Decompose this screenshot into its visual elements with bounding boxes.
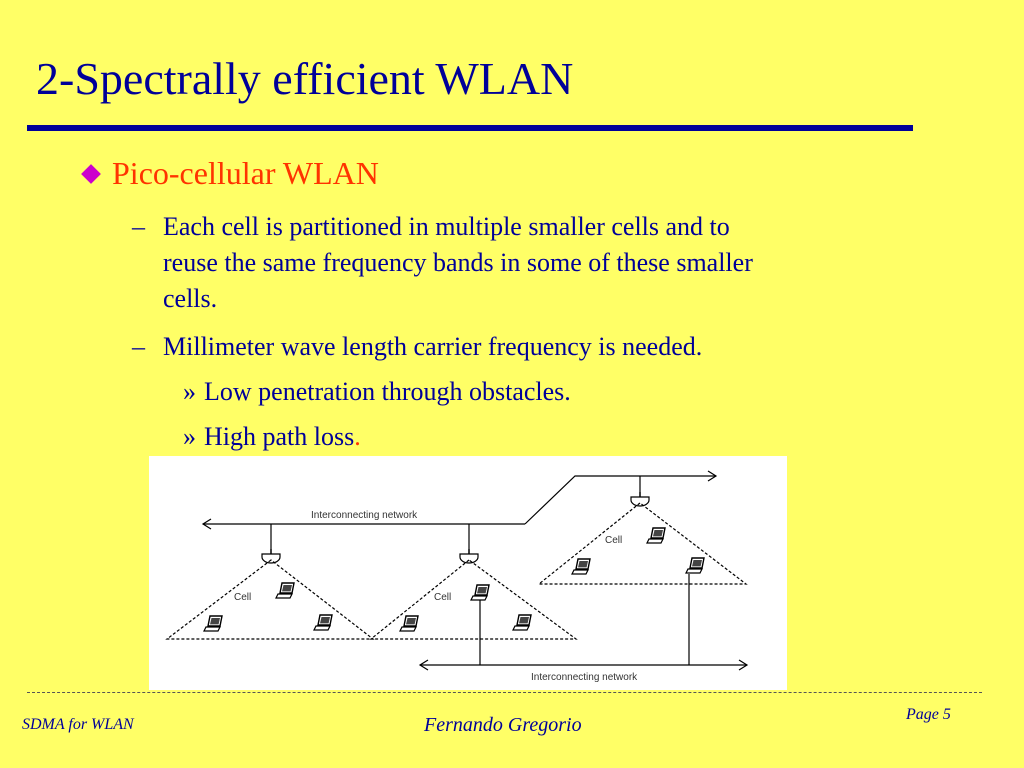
cell-coverage-right <box>537 502 748 585</box>
sub-bullet-line-2: reuse the same frequency bands in some o… <box>163 248 753 277</box>
footer-left: SDMA for WLAN <box>22 716 134 733</box>
cell-label-right: Cell <box>605 535 622 546</box>
sub-sub-bullet-text: Low penetration through obstacles. <box>204 377 571 406</box>
bottom-network-line <box>418 574 749 671</box>
sub-bullet-text: Millimeter wave length carrier frequency… <box>163 332 703 361</box>
laptop-icon <box>571 558 591 575</box>
diamond-bullet-icon <box>81 163 101 184</box>
footer-page-number: Page 5 <box>906 706 951 723</box>
sub-bullet-line-1: Each cell is partitioned in multiple sma… <box>163 212 730 241</box>
bullet-pico-cellular: Pico-cellular WLAN <box>81 155 379 192</box>
sub-sub-bullet-path-loss: » High path loss. <box>183 419 361 455</box>
laptop-icon <box>470 584 490 601</box>
raquo-bullet: » <box>183 422 196 451</box>
dash-bullet: – <box>132 212 145 241</box>
sub-bullet-partition: – Each cell is partitioned in multiple s… <box>132 209 892 317</box>
laptop-icon <box>275 582 295 599</box>
cell-label-left: Cell <box>234 592 251 603</box>
cell-coverage-left <box>165 559 375 640</box>
access-point-icon <box>261 548 281 564</box>
laptop-icon <box>685 557 705 574</box>
sub-bullet-line-3: cells. <box>163 284 218 313</box>
access-point-icon <box>459 548 479 564</box>
pico-cell-diagram: Interconnecting network Cell Cell Cell <box>149 456 787 690</box>
sub-sub-bullet-penetration: » Low penetration through obstacles. <box>183 374 571 410</box>
laptop-icon <box>203 615 223 632</box>
laptop-icon <box>646 527 666 544</box>
title-underline <box>27 125 913 131</box>
top-network-label: Interconnecting network <box>311 510 418 521</box>
cell-label-middle: Cell <box>434 592 451 603</box>
access-point-icon <box>630 491 650 507</box>
top-network-line <box>201 470 718 549</box>
slide-title: 2-Spectrally efficient WLAN <box>36 53 574 104</box>
dash-bullet: – <box>132 332 145 361</box>
sub-bullet-millimeter: – Millimeter wave length carrier frequen… <box>132 329 892 365</box>
red-period: . <box>354 422 361 451</box>
bottom-network-label: Interconnecting network <box>531 672 638 683</box>
footer-author: Fernando Gregorio <box>424 714 582 736</box>
laptop-icon <box>399 615 419 632</box>
bullet-text: Pico-cellular WLAN <box>112 155 379 191</box>
diagram-svg: Interconnecting network Cell Cell Cell <box>165 470 749 683</box>
laptop-icon <box>512 614 532 631</box>
footer-divider <box>27 692 982 693</box>
laptop-icon <box>313 614 333 631</box>
cell-coverage-middle <box>369 559 578 640</box>
raquo-bullet: » <box>183 377 196 406</box>
sub-sub-bullet-text: High path loss <box>204 422 355 451</box>
